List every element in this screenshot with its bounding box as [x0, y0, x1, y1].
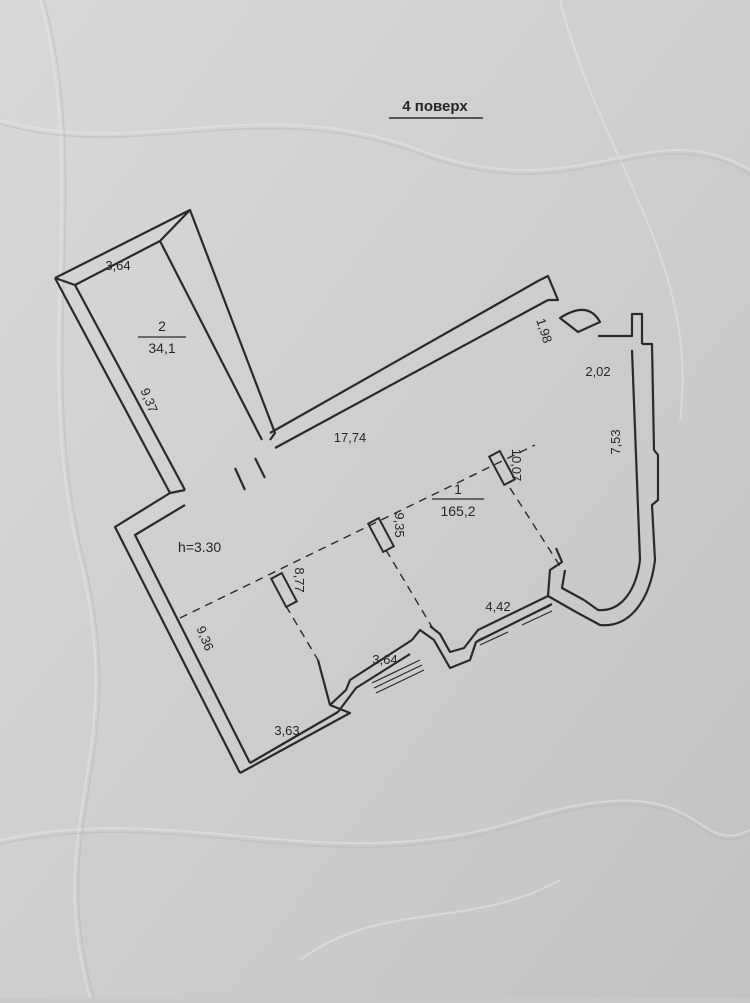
dim-south-right: 4,42 [485, 599, 510, 614]
column-mid [366, 516, 396, 554]
north-wall-west-inner [133, 504, 251, 764]
bay-curve-outer [575, 559, 657, 627]
dim-east-step: 2,02 [585, 364, 610, 379]
room2-wall-outer [54, 208, 277, 441]
dim-column-mid: 9,35 [392, 512, 407, 537]
south-wall-mid [411, 603, 553, 670]
room1-number: 1 [454, 481, 462, 497]
dim-east-wall: 7,53 [608, 429, 623, 454]
windows [371, 605, 553, 694]
dim-south-mid: 3,64 [372, 652, 397, 667]
floor-title: 4 поверх [402, 98, 468, 115]
grid-line-right [509, 487, 561, 567]
north-wall-west-outer [113, 488, 241, 774]
entry-door-arc [558, 308, 602, 334]
walls [54, 208, 660, 774]
dim-column-right: 10,07 [509, 449, 524, 482]
dim-room2-top: 3,64 [105, 258, 130, 273]
south-wall-mid-inner [429, 595, 549, 654]
room2-area: 34,1 [148, 340, 175, 356]
south-wall-inner [560, 569, 585, 601]
door-gap-left [233, 467, 247, 491]
room2-top-cap [54, 276, 76, 287]
ceiling-height: h=3.30 [178, 539, 221, 555]
east-wall-outer [642, 342, 660, 561]
room2-wall-left-outer [54, 277, 171, 494]
room1-area: 165,2 [440, 503, 475, 519]
room2-number: 2 [158, 318, 166, 334]
columns [269, 449, 517, 609]
column-right [487, 449, 517, 487]
dim-south-left: 3,63 [274, 723, 299, 738]
bay-curve-inner [583, 559, 642, 612]
door-gap-right [254, 457, 266, 479]
dim-north-wall: 17,74 [334, 430, 367, 445]
south-wall-left-inner [337, 653, 411, 713]
room-labels: 2 34,1 1 165,2 h=3.30 [138, 318, 484, 555]
grid-line-main [179, 444, 536, 619]
south-wall-west [239, 703, 352, 774]
dim-column-left: 8,77 [292, 567, 307, 592]
grid-line-left [285, 605, 319, 661]
north-wall-inner [274, 299, 549, 449]
column-left [269, 571, 299, 609]
dashed-grid [179, 444, 561, 661]
room2-right-cap [159, 209, 191, 242]
notch-wall [537, 274, 560, 302]
south-wall-west-inner [249, 711, 339, 764]
dim-notch: 1,98 [533, 316, 555, 345]
room2-wall-left-inner [74, 284, 186, 491]
grid-line-mid [385, 549, 436, 633]
east-wall-inner [630, 349, 642, 561]
east-step-wall [598, 312, 644, 344]
south-wall-left [316, 639, 413, 707]
south-wall-outer [546, 547, 577, 613]
north-wall-outer [269, 280, 539, 434]
